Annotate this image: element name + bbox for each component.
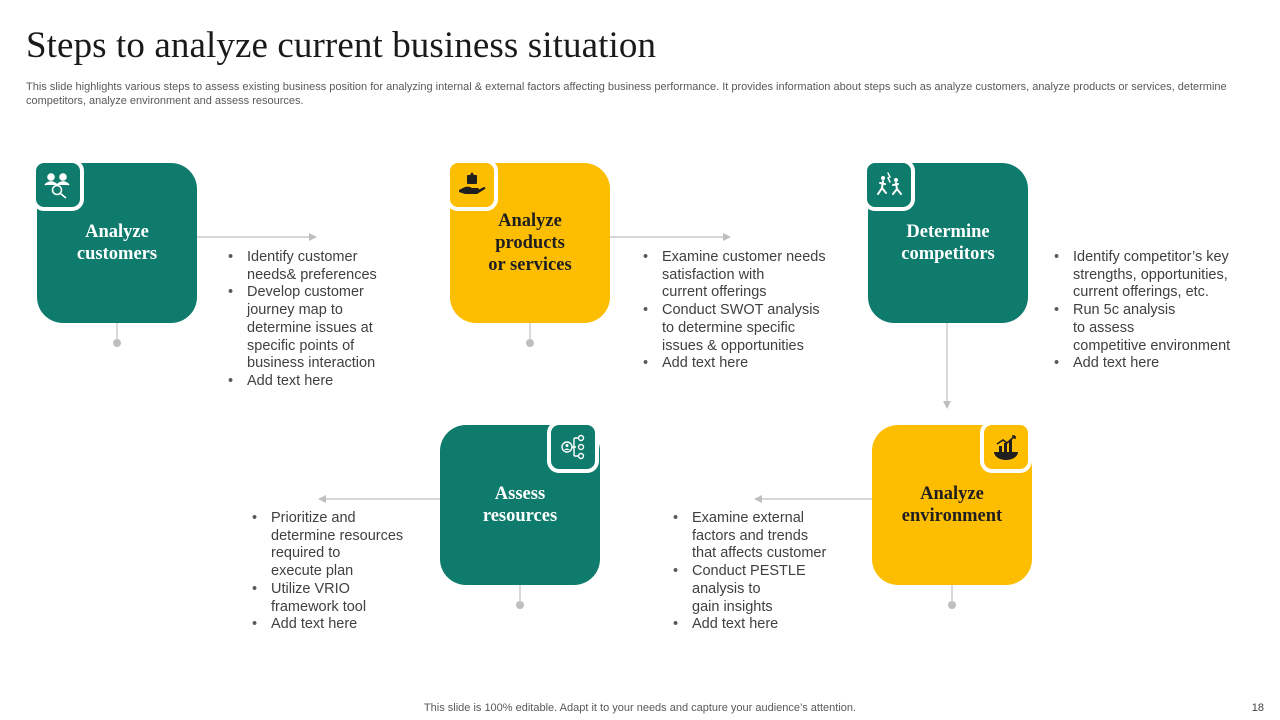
globe-growth-chart-icon (980, 421, 1032, 473)
bullet-item: Add text here (673, 616, 853, 634)
bullet-item: Utilize VRIO framework tool (252, 581, 432, 616)
bullet-item: Run 5c analysis to assess competitive en… (1054, 302, 1259, 355)
customer-analysis-icon (32, 159, 84, 211)
connector-dot (526, 339, 534, 347)
bullet-item: Identify customer needs& preferences (228, 249, 418, 284)
step-bullets-analyze-products: Examine customer needs satisfaction with… (643, 249, 843, 373)
step-bullets-analyze-environment: Examine external factors and trends that… (673, 510, 853, 634)
step-title: Analyze products or services (488, 211, 572, 275)
step-title: Analyze environment (901, 484, 1003, 526)
bullet-item: Conduct SWOT analysis to determine speci… (643, 302, 843, 355)
slide-subtitle: This slide highlights various steps to a… (26, 81, 1227, 107)
bullet-item: Add text here (1054, 355, 1259, 373)
bullet-item: Conduct PESTLE analysis to gain insights (673, 563, 853, 616)
connector-dot (516, 601, 524, 609)
resource-network-icon (547, 421, 599, 473)
connector-dot (948, 601, 956, 609)
bullet-item: Prioritize and determine resources requi… (252, 510, 432, 581)
connector-dot (113, 339, 121, 347)
bullet-item: Develop customer journey map to determin… (228, 284, 418, 373)
competitors-running-icon (863, 159, 915, 211)
step-bullets-analyze-customers: Identify customer needs& preferences Dev… (228, 249, 418, 391)
step-title: Analyze customers (76, 222, 158, 264)
product-in-hand-icon (446, 159, 498, 211)
step-bullets-determine-competitors: Identify competitor’s key strengths, opp… (1054, 249, 1259, 373)
bullet-item: Examine customer needs satisfaction with… (643, 249, 843, 302)
slide-title: Steps to analyze current business situat… (26, 25, 657, 66)
bullet-item: Examine external factors and trends that… (673, 510, 853, 563)
step-title: Assess resources (482, 484, 558, 526)
step-bullets-assess-resources: Prioritize and determine resources requi… (252, 510, 432, 634)
bullet-item: Add text here (643, 355, 843, 373)
bullet-item: Add text here (228, 373, 418, 391)
bullet-item: Add text here (252, 616, 432, 634)
bullet-item: Identify competitor’s key strengths, opp… (1054, 249, 1259, 302)
page-number: 18 (1251, 702, 1264, 714)
step-card-analyze-customers: Analyze customers (37, 163, 197, 323)
step-card-assess-resources: Assess resources (440, 425, 600, 585)
slide-footer: This slide is 100% editable. Adapt it to… (423, 702, 857, 714)
step-title: Determine competitors (901, 222, 995, 264)
